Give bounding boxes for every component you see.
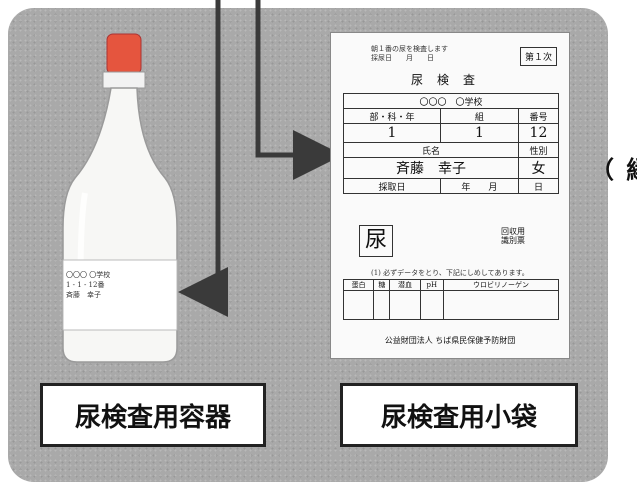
header-dept: 部・科・年 — [343, 108, 441, 124]
value-name: 斉藤 幸子 — [343, 157, 519, 179]
date-year: 年 — [461, 182, 471, 193]
bag-page-number: 第１次 — [519, 47, 557, 66]
header-name: 氏名 — [343, 142, 519, 158]
value-dept: 1 — [343, 123, 441, 143]
bag-info-table: 〇〇〇 〇学校 部・科・年 組 番号 1 1 12 氏名 性別 斉藤 幸子 女 … — [343, 93, 560, 194]
result-table: 蛋白 糖 潜血 pH ウロビリノーゲン — [342, 279, 559, 320]
header-class: 組 — [439, 108, 519, 124]
side-label: （ 縁 — [590, 156, 637, 184]
result-header: 糖 — [373, 279, 391, 291]
arrow-to-bottle — [178, 0, 228, 317]
arrow-to-bag — [255, 0, 343, 180]
urine-container-bottle — [62, 33, 178, 363]
qr-label: 回収用 識別票 — [501, 227, 525, 245]
urine-stamp: 尿 — [359, 225, 393, 257]
date-day: 日 — [517, 178, 560, 194]
header-number: 番号 — [517, 108, 560, 124]
result-header: 蛋白 — [342, 279, 375, 291]
caption-container: 尿検査用容器 — [40, 383, 266, 447]
date-label: 採取日 — [343, 178, 441, 194]
value-class: 1 — [439, 123, 519, 143]
header-sex: 性別 — [517, 142, 560, 158]
caption-bag: 尿検査用小袋 — [340, 383, 578, 447]
bag-title: 尿検査 — [410, 73, 489, 87]
school-name: 〇〇〇 〇学校 — [343, 93, 559, 109]
result-header: pH — [419, 279, 445, 291]
result-header: ウロビリノーゲン — [443, 279, 559, 291]
date-month: 月 — [488, 182, 498, 193]
bag-notice: 朝１番の尿を検査します 採尿日 月 日 — [371, 45, 448, 62]
value-sex: 女 — [517, 157, 560, 179]
result-header: 潜血 — [389, 279, 421, 291]
bag-footer: 公益財団法人 ちば県民保健予防財団 — [384, 336, 516, 345]
bottle-cap — [106, 33, 142, 75]
value-number: 12 — [517, 123, 560, 143]
bottle-label: 〇〇〇 〇学校 1 - 1 - 12番 斉藤 幸子 — [66, 271, 111, 299]
date-year-month: 年 月 — [439, 178, 519, 194]
urine-test-bag: 朝１番の尿を検査します 採尿日 月 日 第１次 尿検査 〇〇〇 〇学校 部・科・… — [330, 32, 570, 359]
bag-note: (1) 必ずデータをとり、下記にしめしてあります。 — [371, 269, 529, 277]
